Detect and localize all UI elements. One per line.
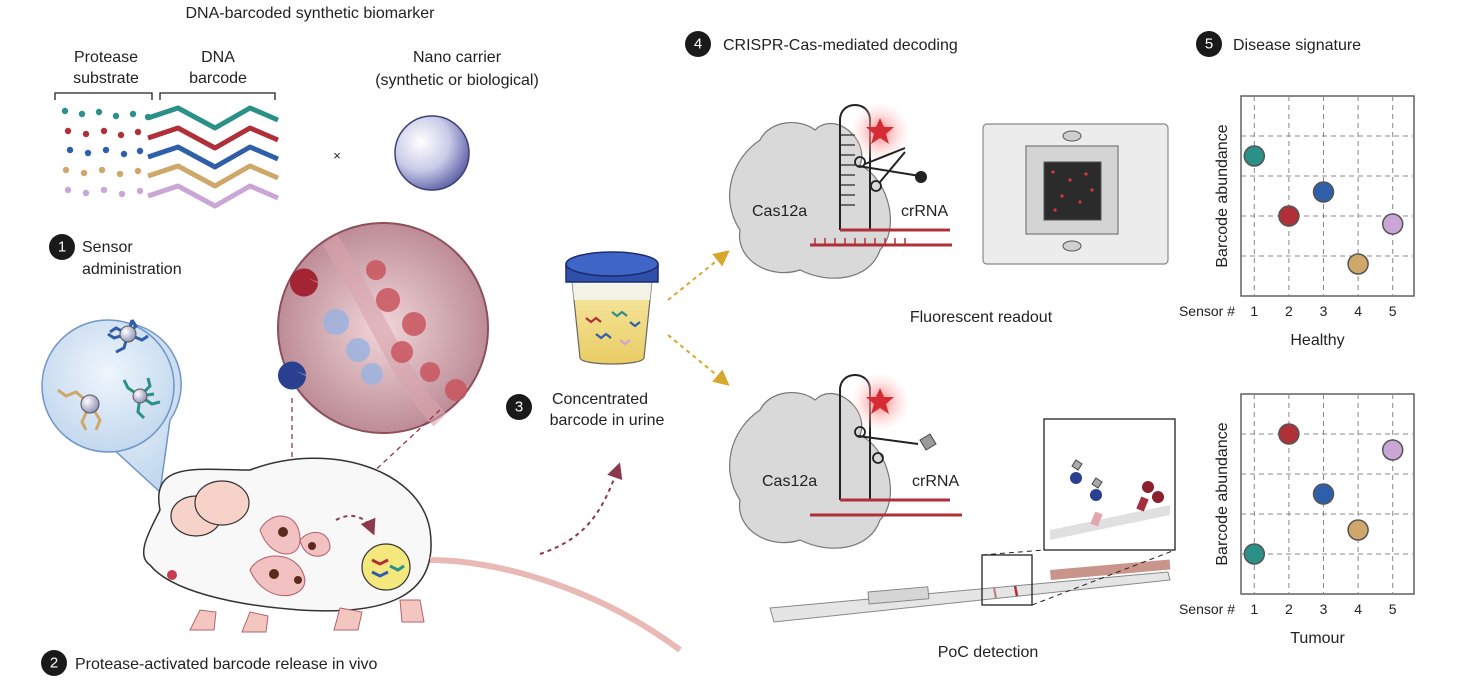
x-tick-label: 5	[1389, 601, 1397, 617]
fluorescent-plate	[982, 123, 1169, 265]
protease-label-line2: substrate	[73, 70, 139, 87]
step-4-badge	[685, 31, 711, 57]
cas12a-complex-top	[729, 104, 952, 279]
sensor-bubble	[41, 319, 182, 494]
fluorescent-readout-label: Fluorescent readout	[910, 309, 1053, 326]
poc-detection-label: PoC detection	[938, 644, 1039, 661]
step-3-badge	[506, 394, 532, 420]
data-point	[1278, 423, 1300, 445]
step-2-label: Protease-activated barcode release in vi…	[75, 656, 377, 673]
nano-carrier-label-line2: (synthetic or biological)	[375, 72, 539, 89]
step-2-number: 2	[50, 655, 58, 672]
step-1-number: 1	[58, 239, 66, 256]
data-point	[1381, 213, 1404, 235]
step-5-label: Disease signature	[1233, 37, 1361, 54]
data-point	[1381, 439, 1404, 461]
data-point	[1243, 543, 1266, 565]
data-point	[1347, 253, 1369, 275]
dna-label-line2: barcode	[189, 70, 247, 87]
x-tick-label: 3	[1320, 303, 1328, 319]
step-3-label-line1: Concentrated	[552, 391, 648, 408]
data-point	[1347, 519, 1369, 541]
dna-barcode-zigzags	[147, 105, 279, 209]
nano-carrier-label-line1: Nano carrier	[413, 49, 502, 66]
x-tick-label: 3	[1320, 601, 1328, 617]
step-4-number: 4	[694, 36, 702, 53]
dna-label-line1: DNA	[201, 49, 235, 66]
times-sign: ×	[333, 148, 341, 163]
mouse-illustration	[142, 457, 682, 653]
protease-red-icon	[290, 268, 318, 297]
mouse-to-urine-arrow	[539, 462, 623, 555]
x-tick-label: 1	[1250, 303, 1258, 319]
protease-bracket	[54, 92, 276, 100]
x-axis-title: Tumour	[1290, 630, 1345, 647]
cas12a-label-top: Cas12a	[752, 203, 807, 220]
step-5-number: 5	[1205, 36, 1213, 53]
urine-to-decoding-arrows	[667, 250, 730, 386]
x-axis-prefix: Sensor #	[1179, 303, 1235, 319]
x-tick-label: 1	[1250, 601, 1258, 617]
step-4-label: CRISPR-Cas-mediated decoding	[723, 37, 958, 54]
step-1-label-line2: administration	[82, 261, 182, 278]
x-tick-label: 2	[1285, 303, 1293, 319]
data-point	[1243, 145, 1266, 167]
x-tick-label: 4	[1354, 303, 1362, 319]
y-axis-title: Barcode abundance	[1214, 124, 1231, 267]
crrna-label-bottom: crRNA	[912, 473, 959, 490]
y-axis-title: Barcode abundance	[1214, 422, 1231, 565]
nano-carrier-sphere	[394, 115, 470, 191]
x-tick-label: 5	[1389, 303, 1397, 319]
data-point	[1312, 483, 1335, 505]
x-axis-prefix: Sensor #	[1179, 601, 1235, 617]
step-3-number: 3	[515, 399, 523, 416]
protease-substrate-dots	[61, 107, 152, 198]
data-point	[1278, 205, 1300, 227]
step-1-badge	[49, 234, 75, 260]
cas12a-complex-bottom	[729, 374, 962, 549]
urine-cup	[565, 251, 659, 365]
x-tick-label: 4	[1354, 601, 1362, 617]
step-5-badge	[1196, 31, 1222, 57]
poc-strip	[769, 418, 1176, 623]
cas12a-label-bottom: Cas12a	[762, 473, 817, 490]
protease-label-line1: Protease	[74, 49, 138, 66]
x-axis-title: Healthy	[1290, 332, 1344, 349]
crrna-label-top: crRNA	[901, 203, 948, 220]
protease-blue-icon	[278, 361, 306, 390]
blood-vessel-zoom	[277, 222, 489, 434]
header-title: DNA-barcoded synthetic biomarker	[186, 5, 436, 22]
step-1-label-line1: Sensor	[82, 239, 133, 256]
step-3-label-line2: barcode in urine	[550, 412, 665, 429]
x-tick-label: 2	[1285, 601, 1293, 617]
step-2-badge	[41, 650, 67, 676]
data-point	[1312, 181, 1335, 203]
